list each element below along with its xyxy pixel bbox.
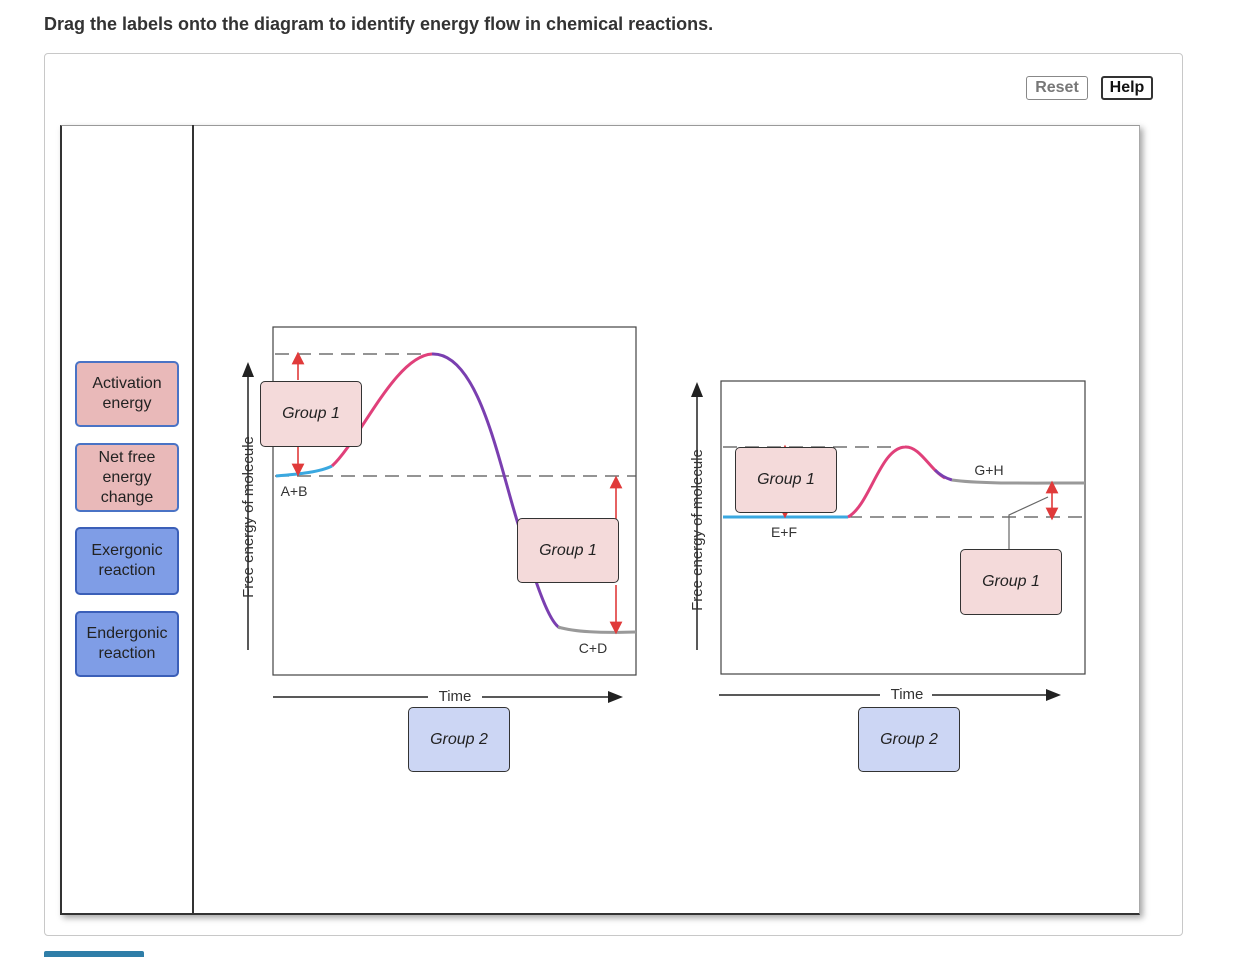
left-products-label: C+D <box>579 640 607 656</box>
drop-target-right-reaction-type[interactable]: Group 2 <box>858 707 960 772</box>
diagram-right-endergonic: E+F G+H Time Free energy of molecule <box>689 380 1086 705</box>
right-reactants-label: E+F <box>771 524 797 540</box>
right-x-axis-label: Time <box>891 686 924 703</box>
label-activation-energy[interactable]: Activation energy <box>75 361 179 427</box>
drop-target-right-activation[interactable]: Group 1 <box>735 447 837 513</box>
reset-button[interactable]: Reset <box>1026 76 1088 100</box>
submit-button-edge[interactable] <box>44 951 144 957</box>
label-net-free-energy-change[interactable]: Net free energy change <box>75 443 179 512</box>
drop-target-left-reaction-type[interactable]: Group 2 <box>408 707 510 772</box>
diagram-left-exergonic: A+B C+D Time Free energy of molecule <box>240 326 637 707</box>
help-button[interactable]: Help <box>1101 76 1153 100</box>
label-exergonic-reaction[interactable]: Exergonic reaction <box>75 527 179 595</box>
left-reactants-label: A+B <box>281 483 308 499</box>
diagram-left-frame <box>272 326 637 676</box>
label-palette <box>60 125 194 914</box>
diagram-right-frame <box>720 380 1086 675</box>
right-products-label: G+H <box>974 462 1003 478</box>
drop-target-right-net-change[interactable]: Group 1 <box>960 549 1062 615</box>
left-y-axis-label: Free energy of molecule <box>240 436 257 598</box>
drop-target-left-activation[interactable]: Group 1 <box>260 381 362 447</box>
label-endergonic-reaction[interactable]: Endergonic reaction <box>75 611 179 677</box>
left-x-axis-label: Time <box>439 688 472 705</box>
drop-target-left-net-change[interactable]: Group 1 <box>517 518 619 583</box>
instructions-text: Drag the labels onto the diagram to iden… <box>44 14 714 34</box>
right-y-axis-label: Free energy of molecule <box>689 449 706 611</box>
